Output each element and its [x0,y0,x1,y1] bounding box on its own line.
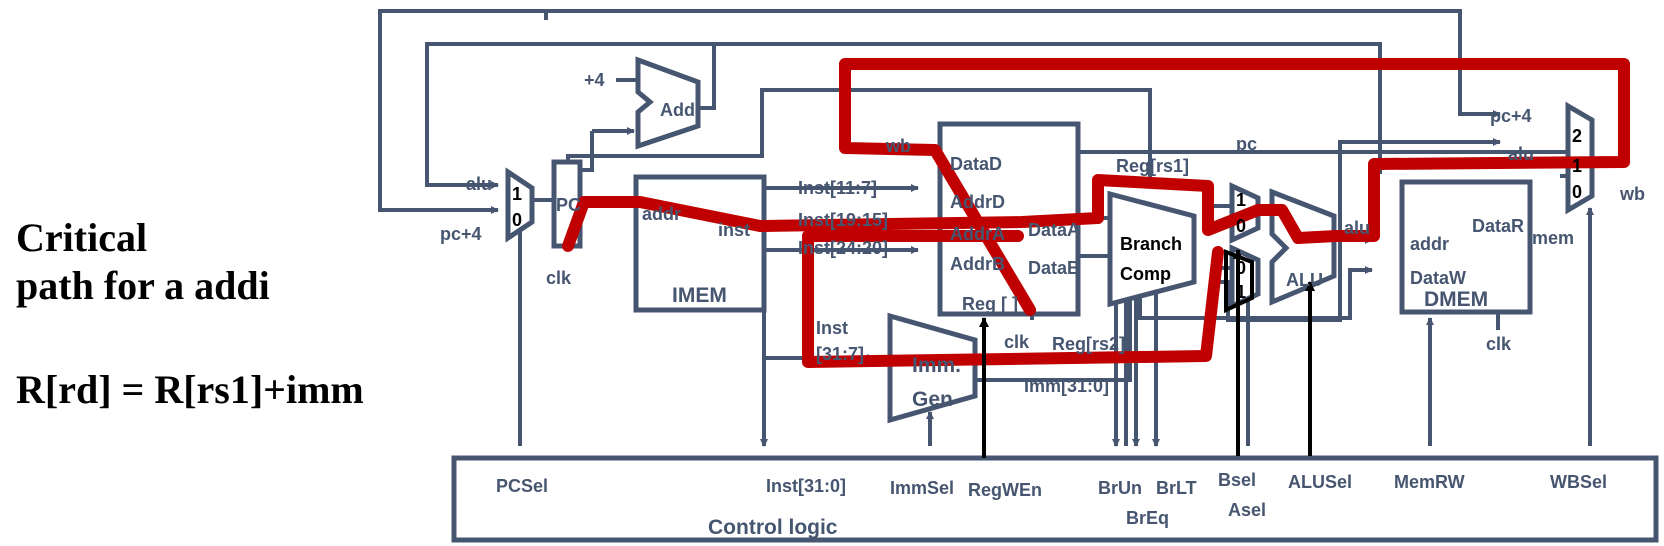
imem-label: IMEM [672,284,727,307]
critical-path-imm [802,230,1224,368]
regfile-clk-label: clk [1004,332,1030,352]
datab-label: DataB [1028,258,1080,278]
ctl-alusel: ALUSel [1288,472,1352,492]
critical-path [562,58,1630,316]
ctl-regwen: RegWEn [968,480,1042,500]
pc-mux-alu-label: alu [466,174,492,194]
bmux-sel0: 0 [1236,258,1246,278]
imem-inst-label: inst [718,220,750,240]
ctl-inst: Inst[31:0] [766,476,846,496]
dmem-clk-label: clk [1486,334,1512,354]
b-mux-highlight [1224,249,1254,314]
dmem-label: DMEM [1424,288,1488,311]
wbmux-alu-label: alu [1508,144,1534,164]
pc-label: PC [556,195,581,215]
pc-mux-pc4-label: pc+4 [440,224,482,244]
dmem-addr-label: addr [1410,234,1449,254]
immgen-top-label: Imm. [912,354,961,377]
wbmux-mem-label: mem [1532,228,1574,248]
ctl-asel: Asel [1228,500,1266,520]
regfile-label: Reg [ ] [962,294,1018,314]
adder-label: Add [660,100,695,120]
caption-line1: Critical [16,215,148,260]
amux-pc-label: pc [1236,134,1257,154]
field-imm-a: Inst [816,318,848,338]
ctl-breq: BrEq [1126,508,1169,528]
dmem-dataw-label: DataW [1410,268,1466,288]
dmem-datar-label: DataR [1472,216,1524,236]
caption: Critical path for a addi R[rd] = R[rs1]+… [16,214,456,414]
bmux-sel1: 1 [1236,282,1246,302]
wbmux-sel2: 2 [1572,126,1582,146]
wb-label: wb [885,136,911,156]
field-imm-b: [31:7] [816,344,864,364]
field-rd: Inst[11:7] [798,178,877,198]
addrd-label: AddrD [950,192,1005,212]
reg-rs2-label: Reg[rs2] [1052,334,1125,354]
reg-rs1-label: Reg[rs1] [1116,156,1189,176]
dataa-label: DataA [1028,220,1080,240]
branch-label-2: Comp [1120,264,1171,284]
immgen-bottom-label: Gen [912,388,953,411]
ctl-immsel: ImmSel [890,478,954,498]
wbmux-pc4-label: pc+4 [1490,106,1532,126]
ctl-brlt: BrLT [1156,478,1197,498]
field-rs1: Inst[19:15] [798,210,888,230]
wbmux-sel0: 0 [1572,182,1582,202]
branch-label-1: Branch [1120,234,1182,254]
pc-adder [635,56,701,150]
pc-mux [505,167,535,243]
caption-line2: path for a addi [16,263,270,308]
branch-comparator [1107,190,1197,308]
addra-label: AddrA [950,224,1005,244]
ctl-wbsel: WBSel [1550,472,1607,492]
control-logic-box [451,455,1659,543]
field-rs2: Inst[24:20] [798,238,888,258]
addrb-label: AddrB [950,254,1005,274]
control-arrows [979,249,1315,458]
alu-label: ALU [1286,270,1323,290]
amux-sel0: 0 [1236,216,1246,236]
imem-addr-label: addr [642,204,681,224]
pc-mux-sel1: 1 [512,184,522,204]
amux-sel1: 1 [1236,190,1246,210]
ctl-pcsel: PCSel [496,476,548,496]
control-title: Control logic [708,516,838,539]
dmem-block [1399,179,1533,315]
wb-out-label: wb [1619,184,1645,204]
wbmux-sel1: 1 [1572,156,1582,176]
labels: alu pc+4 1 0 PC clk +4 Add addr inst IME… [440,70,1645,539]
imem-block [633,174,767,313]
datad-label: DataD [950,154,1002,174]
ctl-bsel: Bsel [1218,470,1256,490]
caption-equation: R[rd] = R[rs1]+imm [16,367,364,412]
alu-out-label: alu [1344,218,1370,238]
ctl-memrw: MemRW [1394,472,1465,492]
adder-const-label: +4 [584,70,605,90]
imm-gen [887,312,978,424]
ctl-brun: BrUn [1098,478,1142,498]
pc-clk-label: clk [546,268,572,288]
pc-mux-sel0: 0 [512,210,522,230]
imm-out-label: Imm[31:0] [1024,376,1109,396]
